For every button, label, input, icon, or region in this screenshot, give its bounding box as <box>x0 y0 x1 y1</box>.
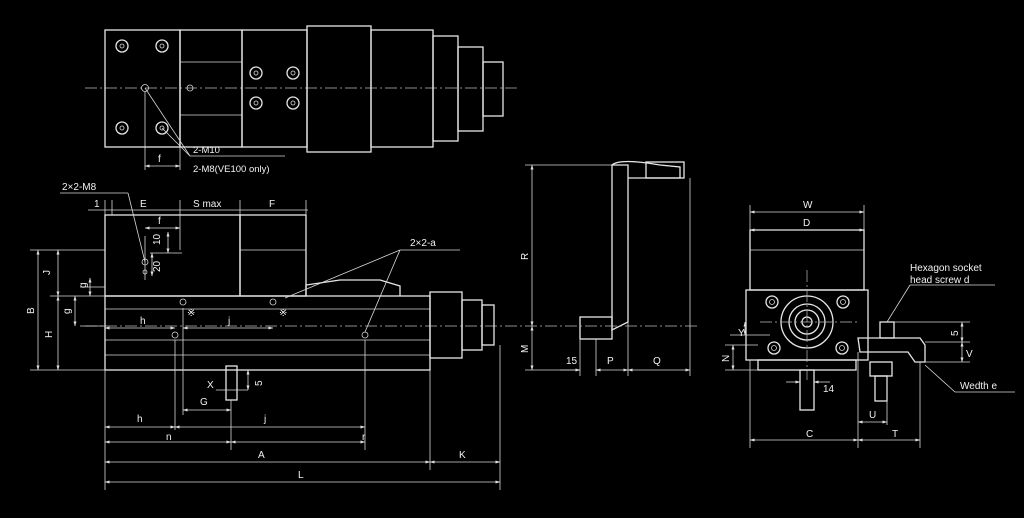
front-view: 2×2-M8 2×2-a ※ ※ 1 E S max F f 10 20 B <box>26 182 525 490</box>
callout-2x2-a: 2×2-a <box>410 238 436 249</box>
dim-d-end: D <box>803 218 810 229</box>
dim-10: 10 <box>152 233 163 245</box>
dim-g-lower: g <box>62 308 73 314</box>
dim-r-side: R <box>520 253 531 260</box>
dim-1: 1 <box>94 199 100 210</box>
dim-n-end: N <box>721 355 732 362</box>
dim-20: 20 <box>152 260 163 272</box>
top-view: 2-M10 2-M8(VE100 only) f <box>85 25 520 175</box>
dim-5-end: 5 <box>950 330 961 336</box>
dim-h: H <box>44 331 55 338</box>
note-width-e: Wedth e <box>960 381 997 392</box>
dim-h-lower: h <box>137 414 143 425</box>
dim-l: L <box>298 470 304 481</box>
dim-m: M <box>520 345 531 353</box>
dim-a: A <box>258 450 265 461</box>
note-hex-socket-line2: head screw d <box>910 275 969 286</box>
dim-14: 14 <box>823 384 835 395</box>
callout-2x2-m8: 2×2-M8 <box>62 182 97 193</box>
star-mark-right: ※ <box>279 308 287 319</box>
dim-f-jaw: f <box>158 216 161 227</box>
dim-e: E <box>140 199 147 210</box>
dim-g-upper: g <box>78 282 89 288</box>
star-mark-left: ※ <box>187 308 195 319</box>
dim-x: X <box>207 380 214 391</box>
callout-2-m10: 2-M10 <box>193 145 220 156</box>
dim-f-top: f <box>158 154 161 165</box>
end-view: W D Y N 14 C T U 5 V Hexa <box>721 200 1015 448</box>
dim-t: T <box>892 429 898 440</box>
dim-b: B <box>26 307 37 314</box>
callout-2-m8-ve100: 2-M8(VE100 only) <box>193 164 270 175</box>
dim-15: 15 <box>566 356 578 367</box>
dim-c: C <box>806 429 813 440</box>
dim-j: J <box>42 270 53 275</box>
dim-k: K <box>459 450 466 461</box>
dim-j-upper: j <box>227 316 230 327</box>
dim-5-front: 5 <box>254 380 265 386</box>
dim-j-lower: j <box>263 414 266 425</box>
side-view: R M 15 P Q <box>520 160 700 376</box>
dim-v: V <box>966 349 973 360</box>
dim-r: r <box>362 432 366 443</box>
dim-q: Q <box>653 356 661 367</box>
dim-f-front: F <box>269 199 275 210</box>
dim-y: Y <box>738 328 745 339</box>
dim-s-max: S max <box>193 199 221 210</box>
dim-p: P <box>607 356 614 367</box>
dim-n: n <box>166 432 172 443</box>
dim-w: W <box>803 200 813 211</box>
dim-u: U <box>869 410 876 421</box>
dim-h-upper: h <box>140 316 146 327</box>
mounting-hole-icon <box>115 39 300 135</box>
note-hex-socket-line1: Hexagon socket <box>910 263 982 274</box>
dim-g-cap: G <box>200 397 208 408</box>
